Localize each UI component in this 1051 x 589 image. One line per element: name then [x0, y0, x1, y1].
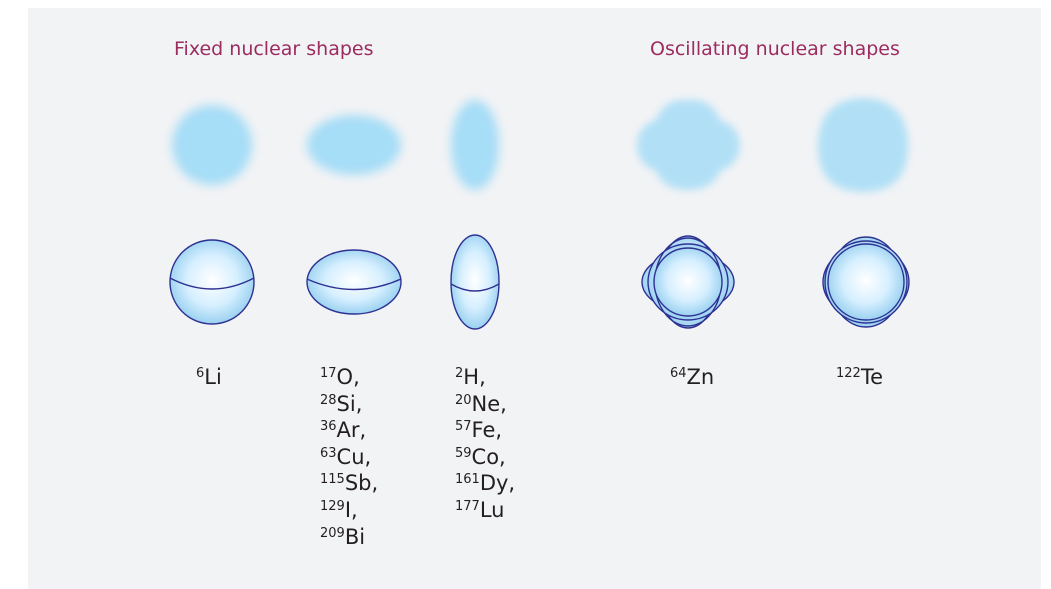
mass-number: 36 [320, 419, 337, 435]
nuclei-list-octupole-oscillating: 64Zn [670, 364, 714, 391]
mass-number: 122 [836, 366, 861, 381]
mass-number: 129 [320, 498, 345, 514]
mass-number: 64 [670, 366, 687, 381]
mass-number: 57 [455, 419, 472, 435]
nuclide-label: 28Si, [320, 391, 378, 418]
element-symbol: O, [336, 365, 360, 389]
outlined-octupole-shape [641, 235, 735, 329]
blurred-prolate-shape [451, 100, 499, 190]
element-symbol: Bi [344, 524, 366, 549]
outlined-shapes-row [169, 234, 910, 330]
mass-number: 20 [455, 392, 472, 408]
element-symbol: I, [344, 497, 358, 522]
nuclide-label: 63Cu, [320, 444, 378, 471]
blurred-oblate-shape [307, 115, 401, 175]
mass-number: 17 [320, 366, 337, 381]
nuclide-label: 161Dy, [455, 470, 515, 497]
mass-number: 59 [455, 445, 472, 461]
oscillating-shapes-heading: Oscillating nuclear shapes [650, 38, 900, 60]
element-symbol: Co, [471, 444, 506, 469]
fixed-shapes-heading: Fixed nuclear shapes [174, 38, 374, 60]
nuclide-label: 59Co, [455, 444, 515, 471]
nuclide-label: 6Li [196, 364, 222, 391]
mass-number: 28 [320, 392, 337, 408]
nuclide-label: 115Sb, [320, 470, 378, 497]
outlined-hexadecapole-shape [822, 236, 910, 328]
mass-number: 2 [455, 366, 464, 381]
nuclide-label: 122Te [836, 364, 883, 391]
nuclide-label: 2H, [455, 364, 515, 391]
nuclei-list-prolate: 2H,20Ne,57Fe,59Co,161Dy,177Lu [455, 364, 515, 524]
outlined-prolate-shape [450, 234, 500, 330]
element-symbol: Fe, [471, 418, 503, 443]
blurred-hexadecapole-shape [818, 98, 908, 192]
element-symbol: Te [860, 365, 884, 389]
mass-number: 63 [320, 445, 337, 461]
mass-number: 161 [455, 472, 480, 488]
blurred-spherical-shape [172, 105, 252, 185]
nuclide-label: 129I, [320, 497, 378, 524]
element-symbol: Sb, [344, 471, 379, 496]
element-symbol: Si, [336, 391, 363, 416]
mass-number: 209 [320, 525, 345, 541]
nuclide-label: 177Lu [455, 497, 515, 524]
mass-number: 177 [455, 498, 480, 514]
element-symbol: H, [463, 365, 486, 389]
nuclide-label: 17O, [320, 364, 378, 391]
nuclei-list-spherical: 6Li [196, 364, 222, 391]
element-symbol: Zn [686, 365, 715, 389]
element-symbol: Ne, [471, 391, 507, 416]
nuclide-label: 57Fe, [455, 417, 515, 444]
nuclide-label: 64Zn [670, 364, 714, 391]
nuclide-label: 20Ne, [455, 391, 515, 418]
mass-number: 115 [320, 472, 345, 488]
blurred-octupole-shape [637, 99, 740, 190]
element-symbol: Cu, [336, 444, 372, 469]
nuclei-list-hexadecapole-oscillating: 122Te [836, 364, 883, 391]
outlined-spherical-shape [169, 239, 255, 325]
nuclide-label: 36Ar, [320, 417, 378, 444]
element-symbol: Dy, [479, 471, 516, 496]
element-symbol: Ar, [336, 418, 367, 443]
blurred-shapes-row [172, 98, 908, 192]
element-symbol: Li [204, 365, 222, 389]
nuclide-label: 209Bi [320, 524, 378, 551]
nuclei-list-oblate: 17O,28Si,36Ar,63Cu,115Sb,129I,209Bi [320, 364, 378, 550]
mass-number: 6 [196, 366, 205, 381]
element-symbol: Lu [479, 497, 505, 522]
outlined-oblate-shape [306, 249, 402, 315]
